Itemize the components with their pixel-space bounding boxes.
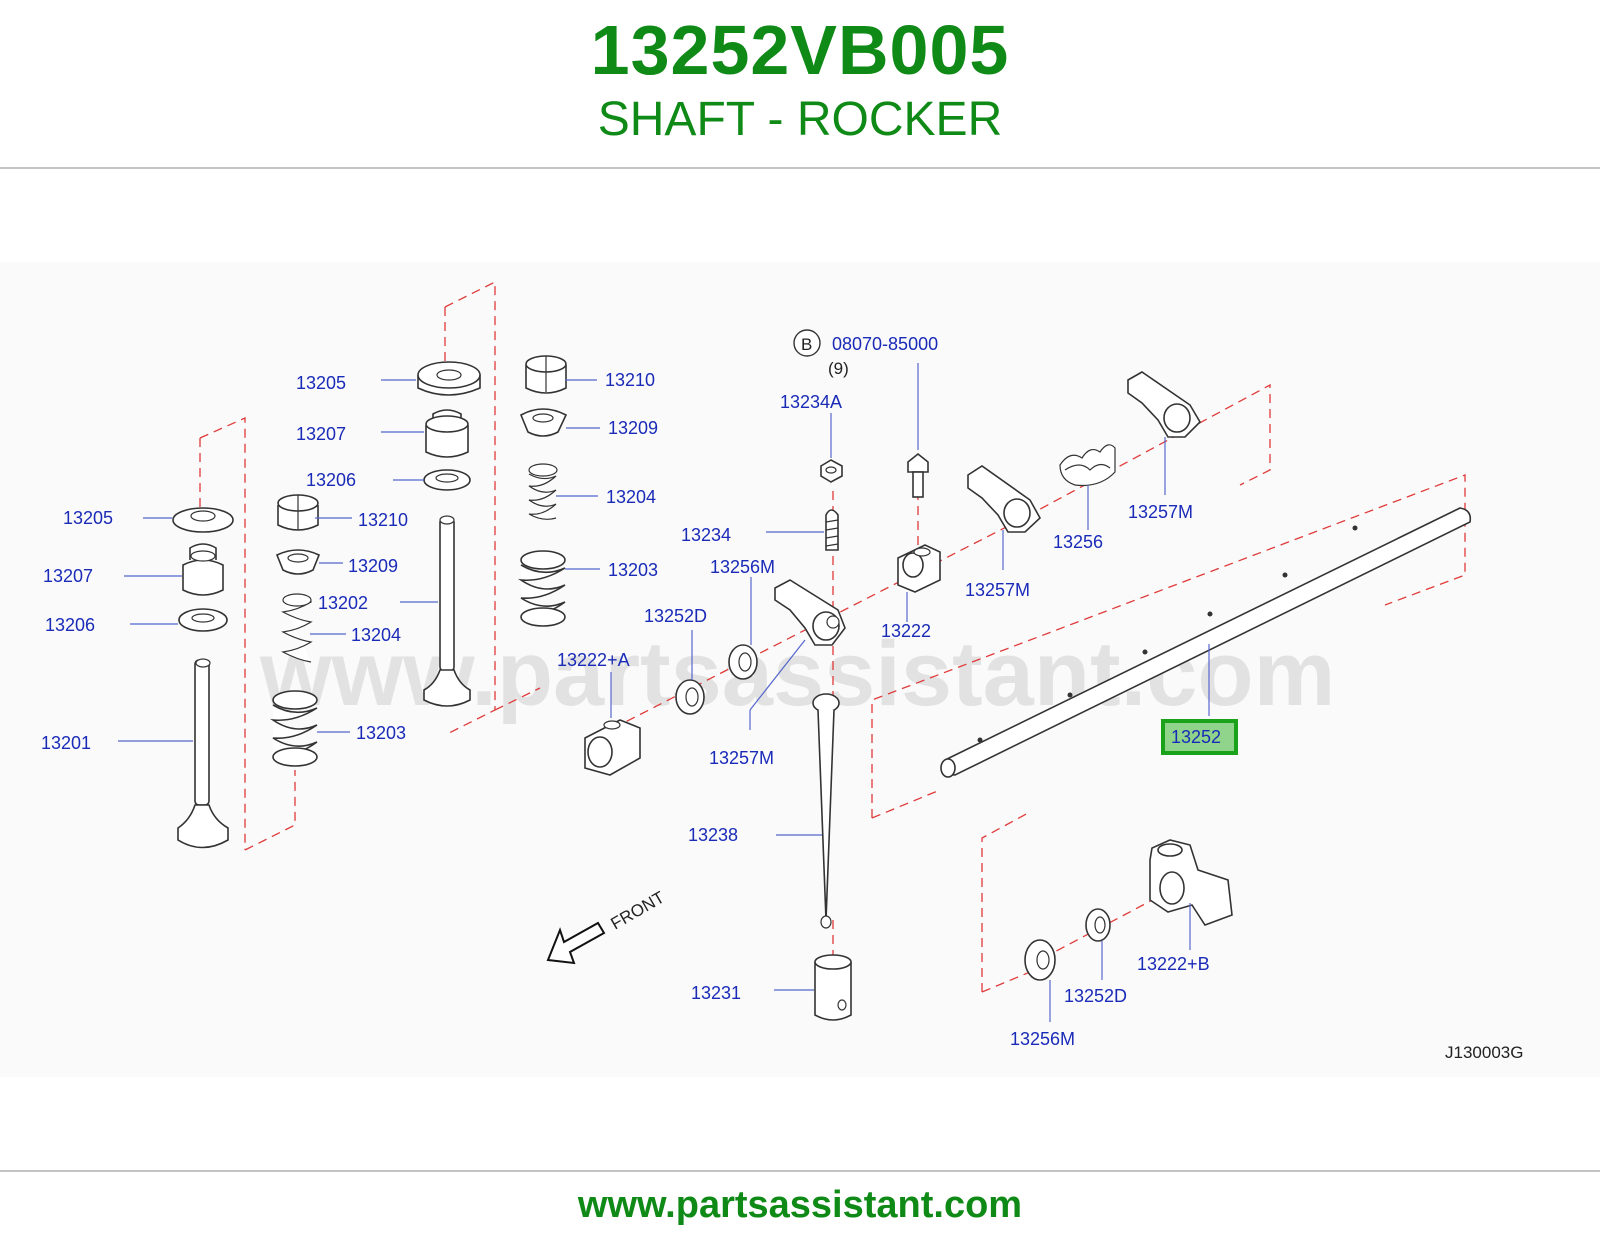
label-13234: 13234 (681, 525, 731, 545)
spring-13256 (1059, 444, 1116, 487)
label-13256M-left: 13256M (710, 557, 775, 577)
spring-13203-left (270, 690, 318, 767)
bracket-13222B (1149, 839, 1233, 926)
label-13201: 13201 (41, 733, 91, 753)
label-13210-left: 13210 (358, 510, 408, 530)
rocker-arm-13257M-left (774, 579, 846, 646)
callout-labels: 13205 13207 13206 13201 13205 13207 1320… (41, 334, 1523, 1062)
label-13209-left: 13209 (348, 556, 398, 576)
lifter-13231 (814, 954, 852, 1021)
highlight-box-13252 (1161, 719, 1238, 755)
washer-13252D-right (1085, 908, 1111, 942)
spring-13204-mid (528, 463, 558, 520)
label-13252D-left: 13252D (644, 606, 707, 626)
spring-13203-mid (518, 550, 566, 627)
seat-13206-left (178, 608, 228, 632)
valve-assembly-left (172, 507, 234, 849)
header: 13252VB005 SHAFT - ROCKER (0, 0, 1600, 168)
bracket-13222 (897, 544, 941, 593)
watermark: www.partsassistant.com (259, 623, 1335, 725)
label-13256M-right: 13256M (1010, 1029, 1075, 1049)
seal-13207-left (182, 543, 224, 596)
rocker-assembly: B (9) (584, 329, 1472, 1021)
label-13222: 13222 (881, 621, 931, 641)
label-13210-mid: 13210 (605, 370, 655, 390)
footer-divider (0, 1170, 1600, 1172)
bolt-08070-85000 (907, 452, 929, 498)
label-13205-mid: 13205 (296, 373, 346, 393)
seat-13206-mid (423, 469, 471, 491)
pushrod-13238 (812, 693, 840, 929)
label-13222B: 13222+B (1137, 954, 1210, 974)
bracket-13222A (584, 719, 641, 776)
footer-url[interactable]: www.partsassistant.com (577, 1184, 1023, 1226)
bolt-marker-circle (793, 329, 821, 357)
assembly-guide-lines (199, 280, 1466, 993)
label-13252-highlighted: 13252 (1171, 727, 1221, 747)
label-13252D-right: 13252D (1064, 986, 1127, 1006)
spring-13204-left (281, 593, 313, 663)
part-name: SHAFT - ROCKER (597, 93, 1003, 146)
label-13238: 13238 (688, 825, 738, 845)
rocker-arm-13257M-right (1127, 371, 1202, 438)
label-13231: 13231 (691, 983, 741, 1003)
bolt-marker-letter: B (801, 335, 812, 354)
label-13206-mid: 13206 (306, 470, 356, 490)
label-13207-mid: 13207 (296, 424, 346, 444)
cap-13209-mid (519, 408, 568, 437)
nut-13234A (820, 459, 843, 483)
valve-assembly-mid (270, 355, 568, 767)
label-13207-left: 13207 (43, 566, 93, 586)
front-arrow-icon (546, 921, 606, 965)
diagram-code: J130003G (1445, 1043, 1523, 1062)
label-13257M-left: 13257M (709, 748, 774, 768)
spring-washer-13256M-left (728, 644, 758, 680)
label-08070-85000: 08070-85000 (832, 334, 938, 354)
valve-13201 (177, 658, 229, 849)
part-number: 13252VB005 (590, 11, 1010, 89)
bolt-quantity: (9) (828, 359, 849, 378)
cap-13209-left (275, 549, 321, 575)
label-13222A: 13222+A (557, 650, 630, 670)
adjust-screw-13234 (825, 509, 839, 551)
rocker-arm-13257M-mid (967, 465, 1042, 533)
collet-13210-left (277, 494, 319, 531)
label-13202: 13202 (318, 593, 368, 613)
collet-13210-mid (525, 355, 567, 394)
label-13256: 13256 (1053, 532, 1103, 552)
label-13204-mid: 13204 (606, 487, 656, 507)
label-13203-mid: 13203 (608, 560, 658, 580)
label-13204-left: 13204 (351, 625, 401, 645)
label-13206-left: 13206 (45, 615, 95, 635)
label-13234A: 13234A (780, 392, 842, 412)
diagram-background (0, 262, 1600, 1077)
label-13257M-right: 13257M (1128, 502, 1193, 522)
label-13257M-mid: 13257M (965, 580, 1030, 600)
valve-13202 (423, 515, 471, 707)
label-13209-mid: 13209 (608, 418, 658, 438)
header-divider (0, 167, 1600, 169)
front-label: FRONT (608, 888, 668, 934)
label-13203-left: 13203 (356, 723, 406, 743)
leader-lines (118, 363, 1210, 1022)
rocker-shaft-13252 (940, 507, 1472, 778)
retainer-13205-left (172, 507, 234, 533)
retainer-13205-mid (417, 361, 481, 396)
label-13205-left: 13205 (63, 508, 113, 528)
seal-13207-mid (425, 409, 469, 458)
washer-13252D-left (675, 679, 705, 715)
spring-washer-13256M-right (1024, 939, 1056, 981)
